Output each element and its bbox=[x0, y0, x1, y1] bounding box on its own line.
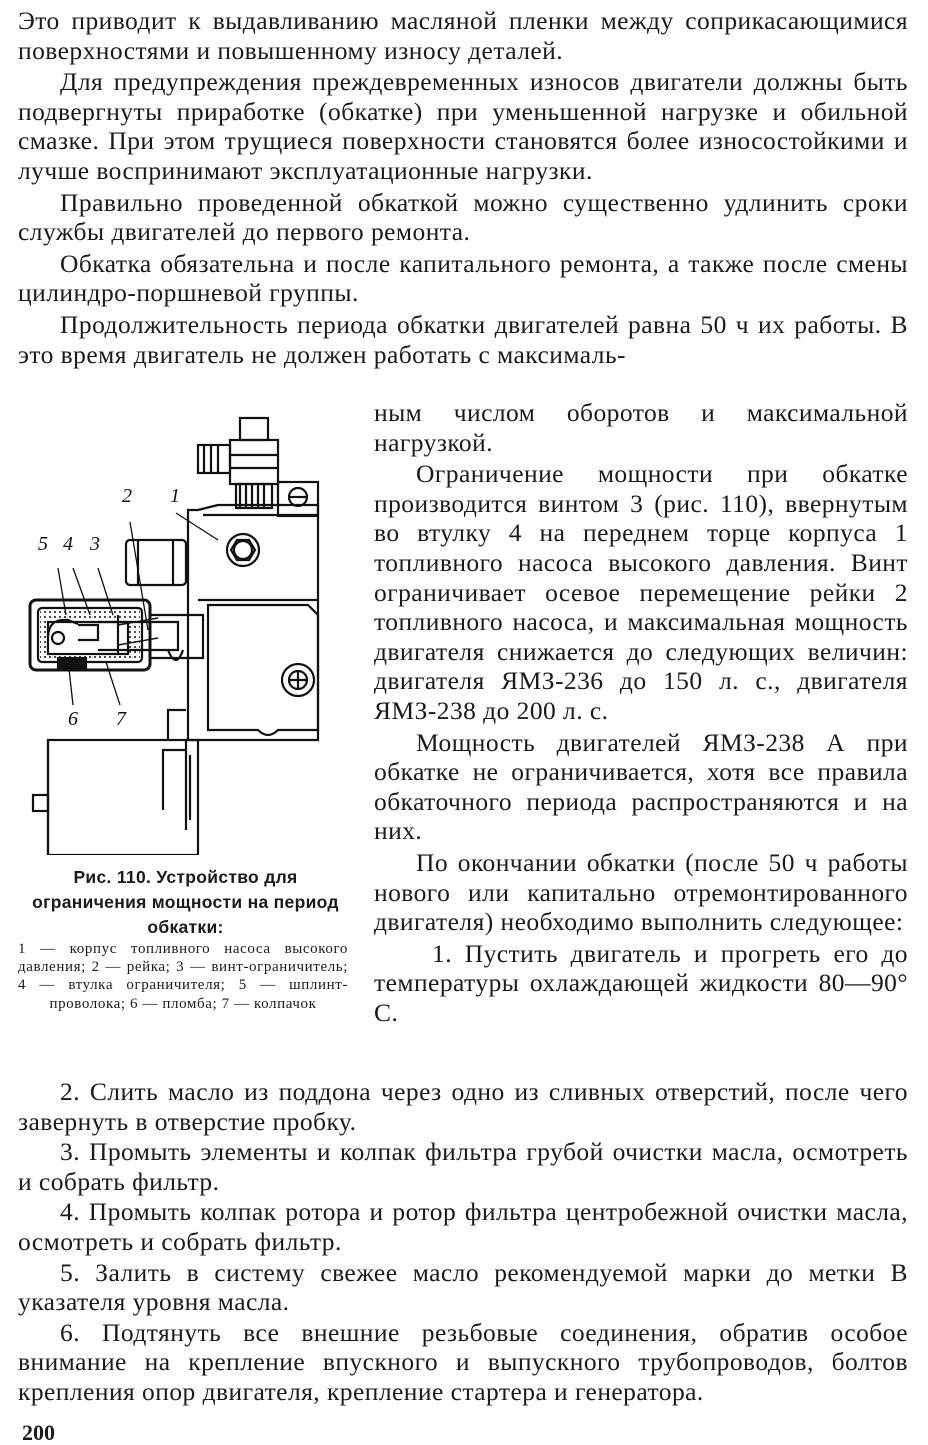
label-5: 5 bbox=[38, 533, 48, 555]
figure-caption-title: Рис. 110. Устройство для ограничения мощ… bbox=[32, 867, 339, 937]
paragraph: 3. Промыть элементы и колпак фильтра гру… bbox=[18, 1137, 908, 1196]
bottom-text-block: 2. Слить масло из поддона через одно из … bbox=[18, 1077, 908, 1407]
paragraph: 4. Промыть колпак ротора и ротор фильтра… bbox=[18, 1197, 908, 1256]
power-limiter-drawing: 2 1 5 4 3 6 7 bbox=[28, 416, 320, 855]
paragraph: Это приводит к выдавливанию масляной пле… bbox=[18, 6, 908, 65]
paragraph: 5. Залить в систему свежее масло рекомен… bbox=[18, 1257, 908, 1317]
paragraph: 6. Подтянуть все внешние резьбовые соеди… bbox=[18, 1317, 908, 1406]
label-6: 6 bbox=[68, 708, 78, 730]
page-number: 200 bbox=[22, 1420, 55, 1445]
paragraph: Для предупреждения преждевременных износ… bbox=[18, 67, 908, 185]
paragraph: По окончании обкатки (после 50 ч работы … bbox=[374, 847, 908, 937]
paragraph: Ограничение мощности при обкатке произво… bbox=[374, 459, 908, 725]
paragraph: Обкатка обязательна и после капитального… bbox=[18, 248, 908, 308]
paragraph: Продолжительность периода обкатки двигат… bbox=[18, 309, 908, 369]
label-2: 2 bbox=[122, 485, 132, 507]
right-column-text: ным числом оборотов и максимальной нагру… bbox=[374, 398, 908, 1027]
paragraph: 2. Слить масло из поддона через одно из … bbox=[18, 1077, 908, 1136]
figure-legend: 1 — корпус топливного насоса высокого да… bbox=[18, 941, 348, 1012]
label-7: 7 bbox=[116, 708, 127, 730]
label-4: 4 bbox=[63, 533, 73, 555]
paragraph: Мощность двигателей ЯМЗ-238 А при обкатк… bbox=[374, 727, 908, 846]
paragraph: Правильно проведенной обкаткой можно сущ… bbox=[18, 187, 908, 247]
top-text-block: Это приводит к выдавливанию масляной пле… bbox=[18, 6, 908, 369]
label-1: 1 bbox=[170, 485, 180, 507]
figure-110: 2 1 5 4 3 6 7 Рис. 110. Устройство для о… bbox=[18, 410, 353, 1060]
label-3: 3 bbox=[89, 533, 100, 555]
paragraph: 1. Пустить двигатель и прогреть его до т… bbox=[374, 938, 908, 1027]
paragraph: ным числом оборотов и максимальной нагру… bbox=[374, 398, 908, 457]
